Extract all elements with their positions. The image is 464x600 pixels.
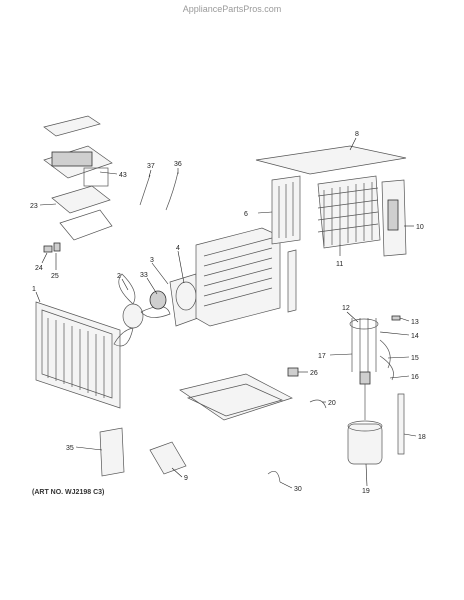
callout-13: 13 [411, 319, 419, 326]
top-cover-part-8 [255, 145, 407, 175]
drain-pan-part-9 [149, 441, 187, 475]
callout-1: 1 [32, 286, 36, 293]
callout-15: 15 [411, 355, 419, 362]
callout-19: 19 [362, 488, 370, 495]
callout-2: 2 [117, 273, 121, 280]
art-number: (ART NO. WJ2198 C3) [32, 489, 105, 496]
callout-37: 37 [147, 163, 155, 170]
callout-9: 9 [184, 475, 188, 482]
leader-lines [35, 137, 417, 489]
callout-labels: 1 2 3 4 6 8 9 10 11 12 13 14 15 16 17 18… [30, 131, 426, 495]
callout-18: 18 [418, 434, 426, 441]
callout-17: 17 [318, 353, 326, 360]
front-grille-part-1 [35, 301, 121, 409]
callout-20: 20 [328, 400, 336, 407]
evaporator-coil-part-11 [317, 175, 381, 249]
callout-25: 25 [51, 273, 59, 280]
cord-part-37 [139, 174, 151, 206]
callout-16: 16 [411, 374, 419, 381]
callout-33: 33 [140, 272, 148, 279]
control-board-part-23 [51, 185, 113, 241]
fan-blade-part-2 [113, 273, 171, 347]
cord-part-36 [165, 171, 179, 211]
callout-10: 10 [416, 224, 424, 231]
cord-part-30 [267, 471, 281, 483]
clip-part-26 [287, 367, 299, 377]
callout-12: 12 [342, 305, 350, 312]
callout-36: 36 [174, 161, 182, 168]
capacitor-part-18 [397, 393, 405, 455]
side-strip [287, 249, 297, 313]
valve-part-13 [391, 315, 401, 321]
evaporator-housing-part-10 [381, 179, 407, 257]
callout-3: 3 [150, 257, 154, 264]
condenser-coil [195, 227, 281, 327]
callout-14: 14 [411, 333, 419, 340]
callout-11: 11 [336, 261, 343, 268]
control-panel-part-43 [43, 145, 113, 187]
callout-6: 6 [244, 211, 248, 218]
callout-24: 24 [35, 265, 43, 272]
callout-4: 4 [176, 245, 180, 252]
fan-motor-part-33 [149, 290, 167, 310]
callout-43: 43 [119, 172, 127, 179]
cord-part-20 [309, 399, 327, 409]
bracket-part-35 [99, 427, 125, 477]
base-pan [179, 373, 293, 421]
watermark: AppliancePartsPros.com [182, 4, 282, 14]
side-panel-part-6 [271, 175, 301, 245]
callout-30: 30 [294, 486, 302, 493]
compressor-part-19 [347, 384, 383, 465]
callout-23: 23 [30, 203, 38, 210]
callout-26: 26 [310, 370, 318, 377]
top-cover-plate [43, 115, 101, 137]
connector-parts-24-25 [43, 242, 61, 253]
callout-35: 35 [66, 445, 74, 452]
piping-assembly [349, 318, 394, 385]
callout-8: 8 [355, 131, 359, 138]
